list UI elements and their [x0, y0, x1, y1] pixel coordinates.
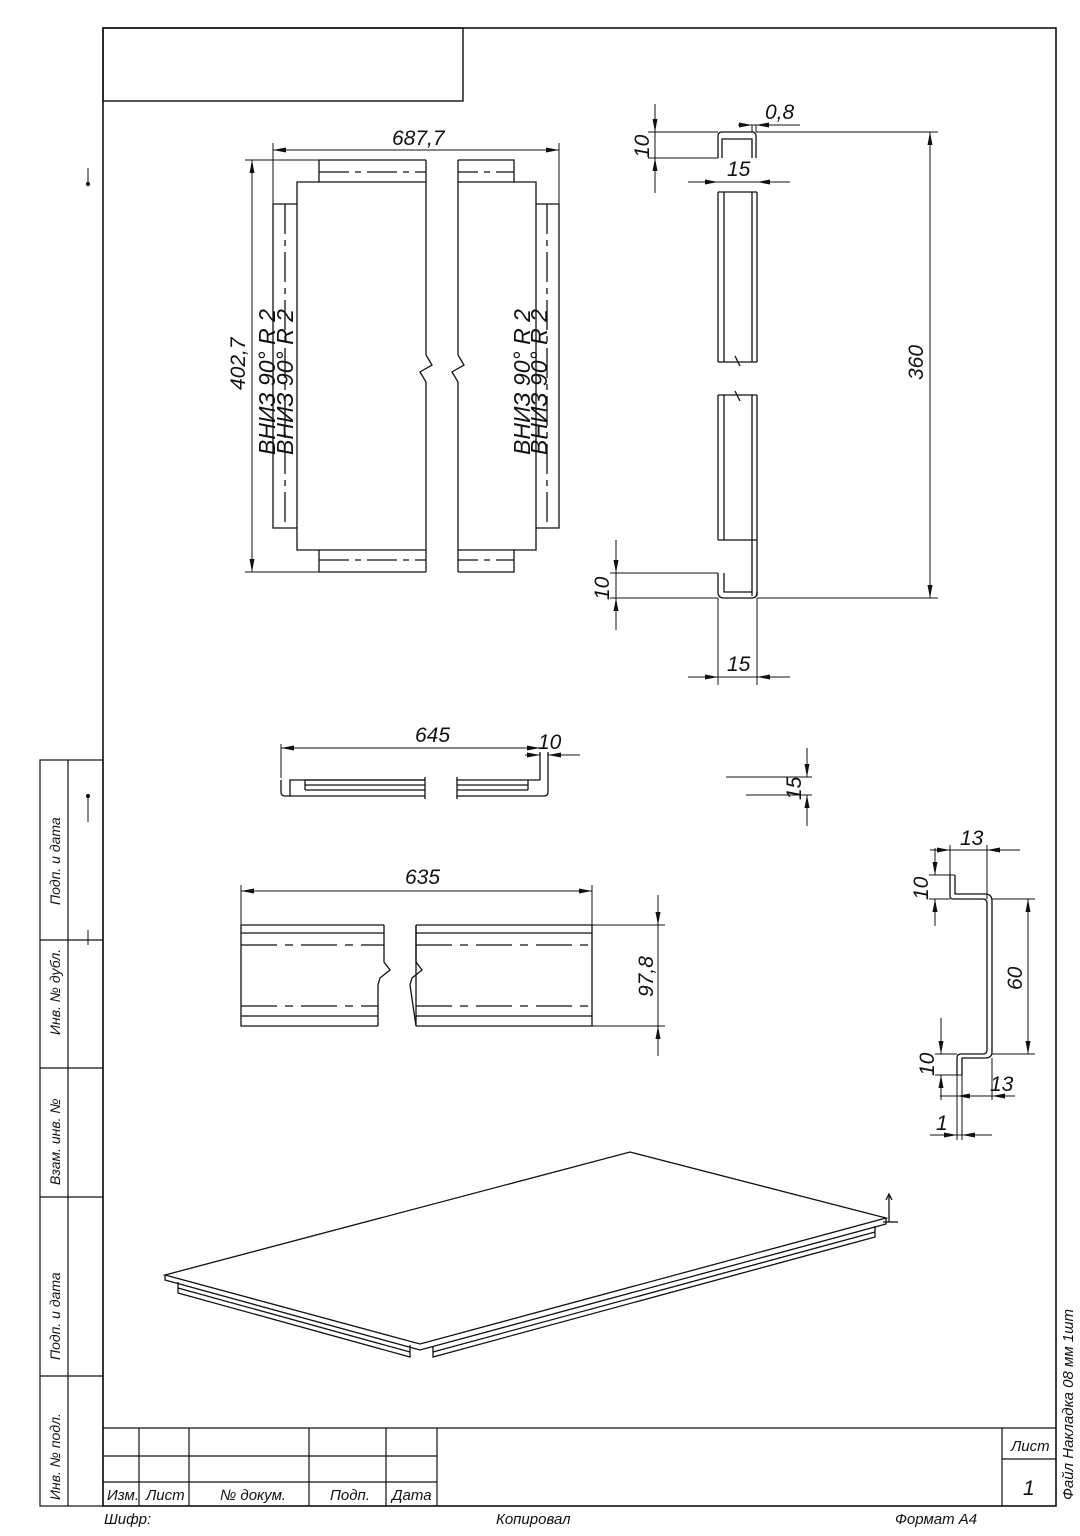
- dim-flange-height-top: 10: [631, 134, 654, 158]
- dim-z-bottom-width: 13: [990, 1073, 1014, 1096]
- dim-flange-width-bottom: 15: [727, 653, 751, 676]
- front-view-panel: [240, 885, 665, 1056]
- bend-note-left-2: ВНИЗ 90° R 2: [272, 309, 298, 455]
- side-profile: [610, 104, 938, 685]
- dim-flat-height: 402,7: [227, 336, 250, 390]
- dim-z-top-width: 13: [960, 827, 984, 850]
- dim-thickness: 0,8: [765, 101, 795, 124]
- footer-copied: Копировал: [496, 1511, 571, 1528]
- side-stamp-orig-inv: Инв. № подл.: [47, 1413, 63, 1500]
- footer-cipher: Шифр:: [104, 1511, 151, 1528]
- tb-list: Лист: [145, 1487, 185, 1504]
- dim-side-flange: 15: [783, 776, 806, 800]
- dim-flange-width-top: 15: [727, 158, 751, 181]
- tb-sheet-label: Лист: [1010, 1438, 1050, 1455]
- dim-flange-height-bottom: 10: [591, 576, 614, 600]
- tb-doc-no: № докум.: [220, 1487, 286, 1504]
- title-block: [103, 1427, 1056, 1506]
- dim-flat-width: 687,7: [392, 127, 446, 150]
- bend-note-right-1: ВНИЗ 90° R 2: [509, 309, 535, 455]
- bend-note-right-2: ВНИЗ 90° R 2: [526, 309, 552, 455]
- file-note: Файл Накладка 08 мм 1шт: [1060, 1309, 1077, 1500]
- tb-sheet-number: 1: [1023, 1477, 1035, 1500]
- dim-z-bottom-height: 10: [916, 1052, 939, 1076]
- dim-front-view-width: 97,8: [635, 956, 658, 997]
- dim-front-view-length: 635: [405, 866, 440, 889]
- bend-note-left-1: ВНИЗ 90° R 2: [254, 309, 280, 455]
- dim-side-flange-marker: [726, 748, 812, 826]
- footer-format: Формат А4: [895, 1511, 977, 1528]
- side-stamp: [39, 759, 104, 1507]
- tb-sign: Подп.: [330, 1487, 370, 1504]
- dim-z-depth: 60: [1004, 966, 1027, 990]
- flat-pattern: [245, 143, 560, 573]
- dim-top-view-length: 645: [415, 724, 450, 747]
- isometric-view: [162, 1151, 898, 1358]
- registration-marks: [84, 168, 98, 945]
- tb-date: Дата: [390, 1487, 432, 1504]
- dim-top-view-flange: 10: [538, 731, 562, 754]
- side-stamp-sign-date-1: Подп. и дата: [47, 817, 63, 905]
- side-stamp-replace-inv: Взам. инв. №: [47, 1098, 63, 1185]
- dim-z-top-height: 10: [910, 876, 933, 900]
- sheet-frame: [102, 27, 1057, 1507]
- tb-izm: Изм.: [107, 1487, 139, 1504]
- side-stamp-sign-date-2: Подп. и дата: [47, 1272, 63, 1360]
- z-profile: [929, 845, 1035, 1140]
- side-stamp-dup-inv: Инв. № дубл.: [47, 949, 63, 1035]
- dim-profile-length: 360: [905, 345, 928, 380]
- top-view-strip: [280, 744, 580, 799]
- dim-z-thickness: 1: [936, 1112, 948, 1135]
